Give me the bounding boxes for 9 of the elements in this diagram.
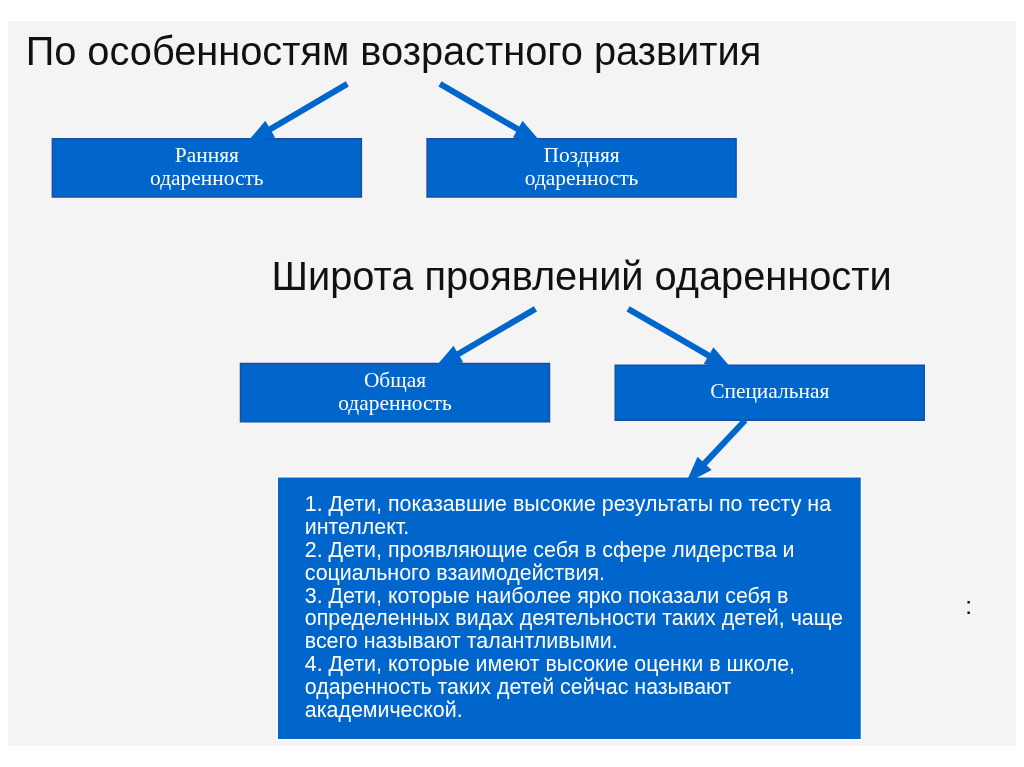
node-box: Ранняя одаренность: [51, 138, 363, 198]
node-box: Общая одаренность: [239, 362, 551, 423]
node-box: Поздняя одаренность: [426, 138, 737, 198]
node-box: Специальная: [614, 364, 925, 421]
node-box: 1. Дети, показавшие высокие результаты по тесту на интеллект. 2. Дети, проявляющие себя в сфере лидерства и социального взаимодействия. 3. Дети, которые наиболее ярко показали себя в определенных видах деятельности таких детей, чаще всего называют талантливыми. 4. Дети, которые имеют высокие оценки в школе, одаренность таких детей сейчас называют академической.: [276, 476, 863, 741]
label: :: [965, 592, 972, 620]
node-text: Широта проявлений одаренности: [271, 253, 892, 298]
node-text: По особенностям возрастного развития: [25, 29, 762, 74]
arrow: [434, 306, 537, 368]
